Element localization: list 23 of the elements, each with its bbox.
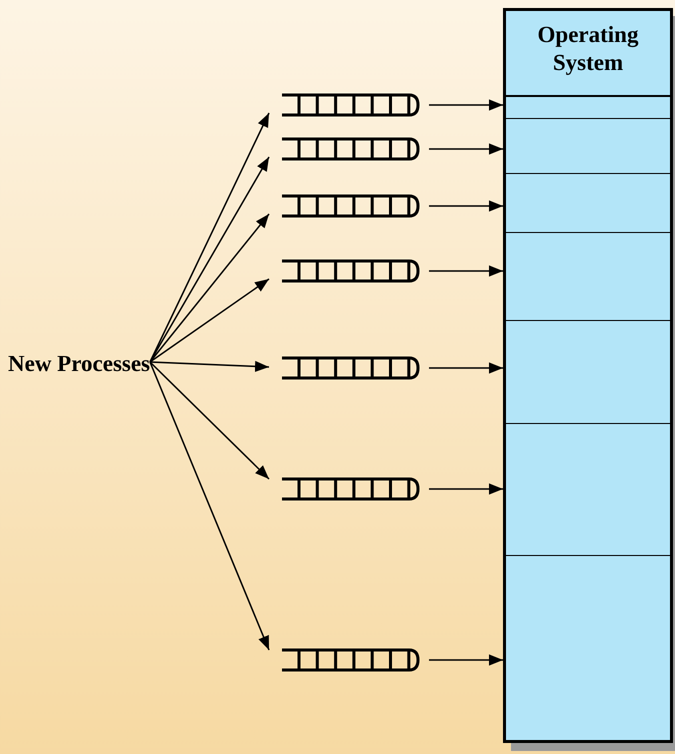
arrow xyxy=(150,360,270,372)
queue-icon xyxy=(281,137,419,161)
os-partition: Operating System xyxy=(506,11,670,96)
arrow xyxy=(149,112,270,362)
queue-icon xyxy=(281,356,419,380)
arrow xyxy=(429,99,503,111)
arrow xyxy=(150,278,270,363)
arrow xyxy=(149,361,270,480)
arrow xyxy=(429,362,503,374)
queue-icon xyxy=(281,93,419,117)
arrow xyxy=(149,214,270,362)
arrow xyxy=(429,200,503,212)
arrow xyxy=(429,143,503,155)
queue-icon xyxy=(281,477,419,501)
process-label: New Processes xyxy=(8,336,150,392)
arrow xyxy=(429,483,503,495)
arrow xyxy=(429,654,503,666)
queue-icon xyxy=(281,194,419,218)
arrow xyxy=(149,156,270,362)
queue-icon xyxy=(281,259,419,283)
arrow xyxy=(149,362,270,650)
arrow xyxy=(429,265,503,277)
queue-icon xyxy=(281,648,419,672)
